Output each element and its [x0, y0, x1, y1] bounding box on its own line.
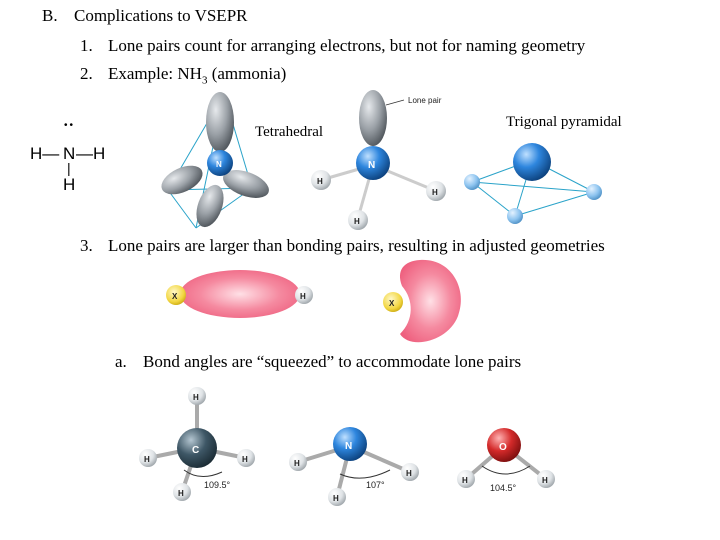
atom-x-label: X	[389, 299, 395, 308]
section-heading: B. Complications to VSEPR	[42, 6, 248, 26]
bond-angle-label: 107°	[366, 480, 385, 490]
atom-h-label: H	[193, 393, 199, 402]
trigonal-pyramidal-label: Trigonal pyramidal	[506, 114, 622, 130]
lone-pair-label: Lone pair	[408, 96, 442, 105]
lewis-bottom-h: H	[63, 175, 76, 194]
lewis-left-h: H—	[30, 144, 60, 163]
atom-h-label: H	[432, 188, 438, 197]
tetrahedral-figure: N	[161, 92, 269, 229]
list-item-3: 3. Lone pairs are larger than bonding pai…	[80, 236, 605, 256]
bond-angle-label: 104.5°	[490, 483, 517, 493]
item-letter: a.	[115, 352, 127, 371]
sub-list-item-a: a. Bond angles are “squeezed” to accommod…	[115, 352, 521, 372]
atom-h-label: H	[354, 217, 360, 226]
lewis-right-h: —H	[76, 144, 106, 163]
lone-pair-dots: ••	[64, 120, 76, 131]
bond-angle-label: 109.5°	[204, 480, 231, 490]
atom-h-label: H	[462, 476, 468, 485]
item-text: Bond angles are “squeezed” to accommodat…	[143, 352, 522, 371]
tetrahedral-label: Tetrahedral	[255, 124, 324, 140]
atom-n-label: N	[345, 441, 352, 452]
atom-h-label: H	[333, 494, 339, 503]
atom-n-label: N	[368, 160, 375, 171]
item-text-after: (ammonia)	[207, 64, 287, 83]
atom-o-label: O	[499, 442, 507, 453]
lewis-center-n: N	[63, 144, 76, 163]
item-number: 2.	[80, 64, 93, 83]
atom-h-label: H	[542, 476, 548, 485]
item-text: Example: NH	[108, 64, 202, 83]
section-title: Complications to VSEPR	[74, 6, 248, 25]
lewis-vertical-bond: |	[67, 160, 71, 176]
section-marker: B.	[42, 6, 58, 25]
item-text: Lone pairs are larger than bonding pairs…	[108, 236, 605, 255]
list-item-1: 1. Lone pairs count for arranging electro…	[80, 36, 585, 56]
atom-h-label: H	[317, 177, 323, 186]
trigonal-pyramidal-figure	[464, 143, 602, 224]
nh3-lone-pair-figure: N H H H	[311, 90, 446, 230]
item-text: Lone pairs count for arranging electrons…	[108, 36, 586, 55]
nh3-angle-figure: N H H H 107°	[289, 427, 419, 506]
subscript: 3	[201, 74, 208, 87]
list-item-2: 2. Example: NH3 (ammonia)	[80, 64, 286, 86]
atom-h-label: H	[242, 455, 248, 464]
item-number: 3.	[80, 236, 93, 255]
ch4-figure: C H H H H 109.5°	[139, 387, 255, 501]
orbital-comparison-figure: X H X	[166, 259, 461, 343]
lewis-structure-nh3: •• H— N —H | H	[30, 120, 120, 200]
atom-h-label: H	[294, 459, 300, 468]
atom-n: N	[216, 160, 222, 169]
atom-h-label: H	[178, 489, 184, 498]
atom-h-label: H	[144, 455, 150, 464]
atom-h-label: H	[406, 469, 412, 478]
item-number: 1.	[80, 36, 93, 55]
atom-h-label: H	[300, 292, 306, 301]
atom-x-label: X	[172, 292, 178, 301]
atom-c-label: C	[192, 445, 199, 456]
h2o-figure: O H H 104.5°	[457, 428, 555, 493]
